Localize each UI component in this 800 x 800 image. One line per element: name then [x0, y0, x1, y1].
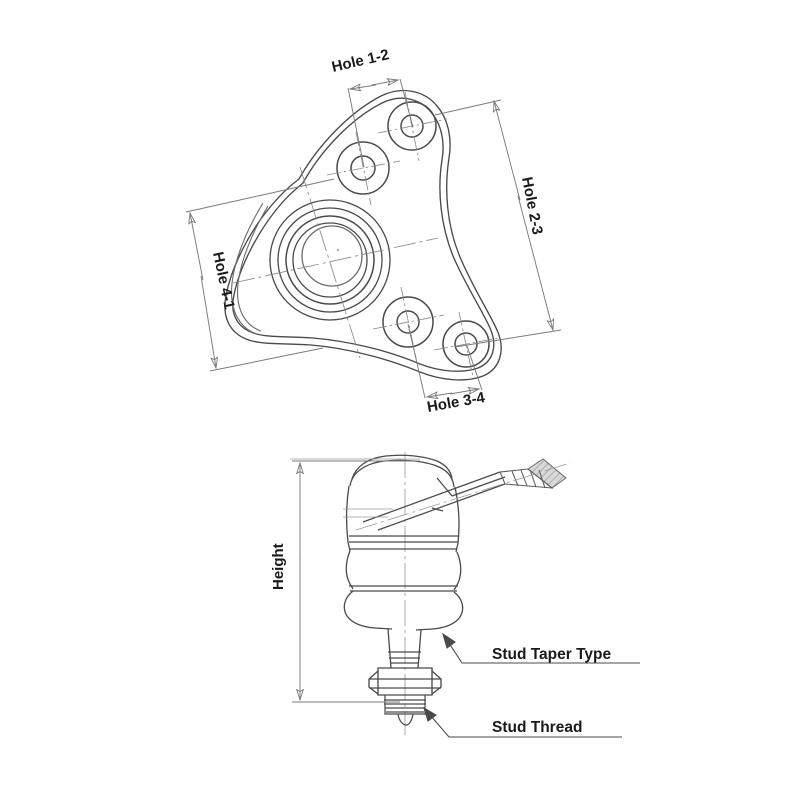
- top-view-group: Hole 1-2 Hole 2-3 Hole 4-1: [185, 46, 562, 416]
- callout-stud-thread-leader: [423, 706, 622, 738]
- boss-center-dot: [336, 248, 340, 252]
- hole-3: [372, 286, 445, 359]
- angled-taper-shaft: [355, 458, 571, 531]
- shaft-thread-section: [499, 458, 567, 489]
- flange-left-lobe-accents: [231, 202, 269, 335]
- hole-4: [433, 311, 500, 378]
- dimension-hole-3-4: [407, 323, 483, 398]
- dimension-label-height: Height: [270, 543, 287, 590]
- center-boss: [269, 199, 391, 321]
- stud-taper: [387, 628, 422, 669]
- center-boss-crosshair: [232, 166, 439, 359]
- stud-thread: [384, 695, 426, 726]
- callout-stud-taper-type-leader: [442, 632, 640, 664]
- hole-2: [326, 131, 401, 206]
- hex-nut: [368, 667, 442, 696]
- shaft-centerline: [355, 462, 571, 531]
- rubber-boot: [343, 550, 464, 631]
- dimension-hole-2-3: [434, 99, 562, 348]
- dimension-height: [292, 460, 420, 703]
- housing-centerline-stubs: [290, 458, 420, 518]
- callout-label-stud-thread: Stud Thread: [492, 719, 582, 736]
- side-view-group: Height Stud Taper Type Stud Thread: [270, 452, 640, 738]
- callout-label-stud-taper-type: Stud Taper Type: [492, 646, 612, 663]
- dimension-hole-1-2: [347, 79, 414, 168]
- dimension-hole-4-1: [185, 178, 335, 372]
